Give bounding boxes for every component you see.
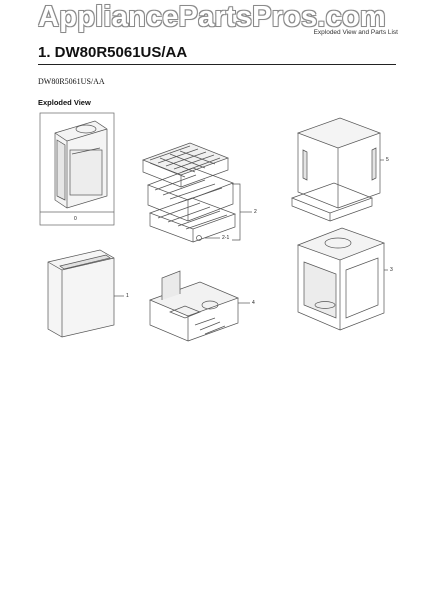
callout-base: 4 — [252, 300, 255, 306]
callout-door-assy: 0 — [74, 216, 77, 222]
model-number: DW80R5061US/AA — [38, 77, 105, 86]
site-watermark: AppliancePartsPros.com — [38, 1, 386, 33]
header-note: Exploded View and Parts List — [313, 29, 398, 36]
section-heading: Exploded View — [38, 98, 91, 107]
tub-figure — [296, 227, 388, 331]
callout-cover: 5 — [386, 157, 389, 163]
callout-tub: 3 — [390, 267, 393, 273]
base-assembly-figure — [149, 270, 250, 342]
door-panel-figure — [47, 249, 124, 338]
dishwasher-assembly-figure — [39, 112, 115, 226]
callout-rack-sub: 2-1 — [222, 235, 230, 241]
outer-cover-figure — [291, 117, 384, 222]
title-rule — [38, 64, 396, 65]
callout-racks: 2 — [254, 209, 257, 215]
dish-racks-figure — [142, 142, 252, 243]
page-title: 1. DW80R5061US/AA — [38, 44, 188, 61]
callout-door-panel: 1 — [126, 293, 129, 299]
